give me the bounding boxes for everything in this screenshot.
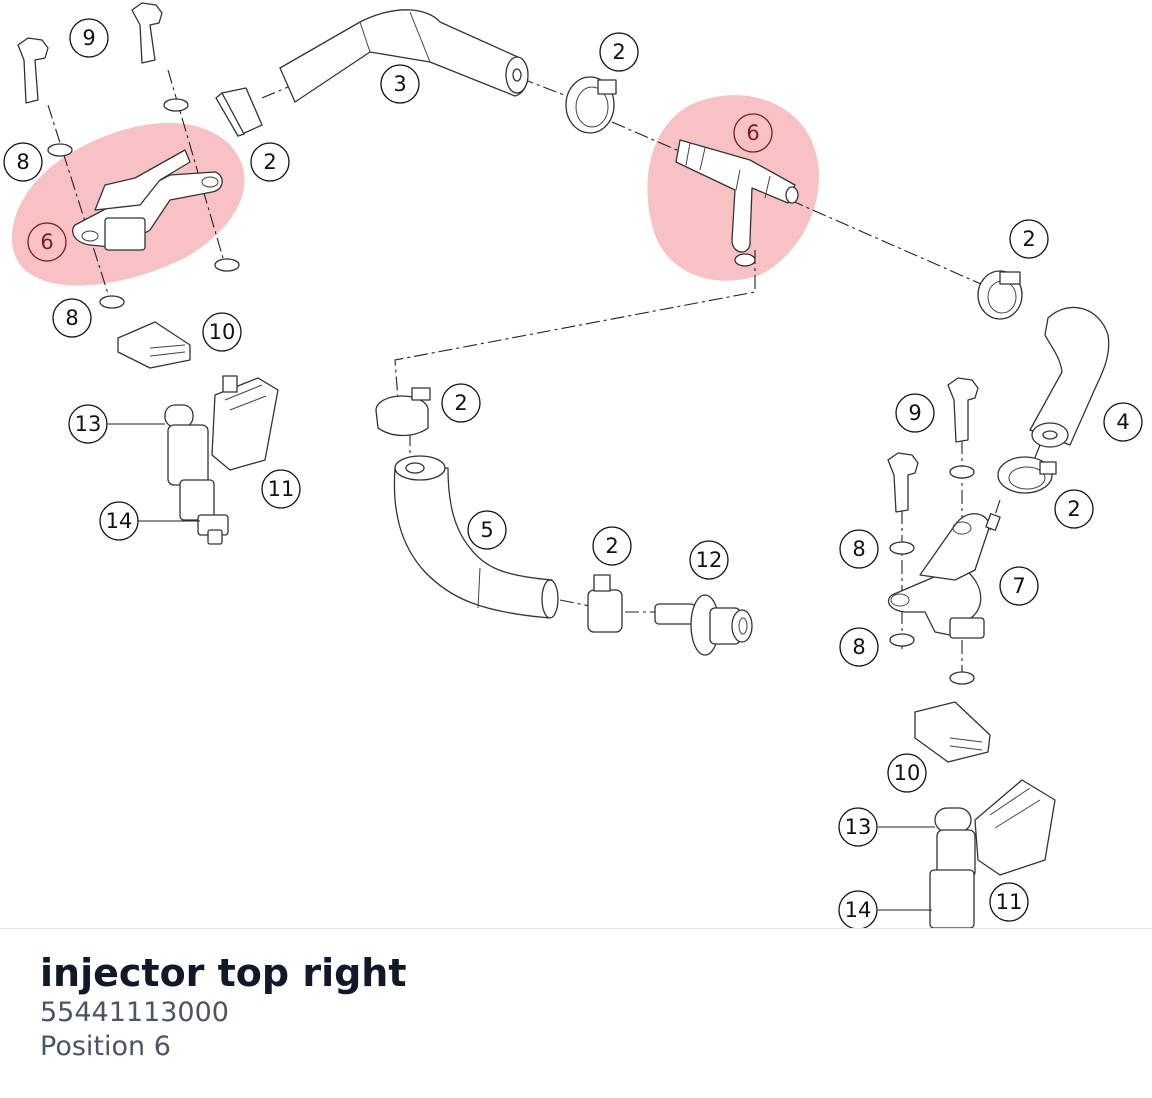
svg-text:9: 9: [908, 401, 921, 425]
svg-text:4: 4: [1116, 410, 1129, 434]
callout-6b[interactable]: 6: [733, 113, 773, 153]
clamp-f: [587, 574, 623, 633]
callout-2d[interactable]: 2: [441, 383, 481, 423]
callout-9a[interactable]: 9: [69, 18, 109, 58]
callout-4[interactable]: 4: [1103, 402, 1143, 442]
svg-text:8: 8: [16, 150, 29, 174]
callout-11b[interactable]: 11: [989, 882, 1029, 922]
injector-bracket-7: [887, 513, 1001, 639]
hose-5: [393, 455, 559, 619]
svg-text:13: 13: [75, 412, 102, 436]
washers-8: [47, 98, 975, 685]
callout-8b[interactable]: 8: [52, 298, 92, 338]
svg-text:2: 2: [454, 391, 467, 415]
svg-text:6: 6: [40, 230, 53, 254]
clamp-d: [375, 387, 431, 437]
hose-connector-12: [654, 594, 753, 656]
svg-text:8: 8: [852, 537, 865, 561]
callout-12[interactable]: 12: [689, 540, 729, 580]
callout-5[interactable]: 5: [467, 510, 507, 550]
svg-text:11: 11: [996, 890, 1023, 914]
callout-3[interactable]: 3: [380, 64, 420, 104]
svg-text:11: 11: [268, 477, 295, 501]
part-title: injector top right: [40, 951, 407, 995]
svg-text:6: 6: [746, 121, 759, 145]
svg-text:2: 2: [612, 40, 625, 64]
svg-text:8: 8: [65, 306, 78, 330]
injector-bracket-6: [72, 149, 223, 251]
diagram-viewer: 9 8 2 3 2 6 6 8 10 13 11 14 2 2 9 4 2 5 …: [0, 2, 1152, 929]
svg-text:13: 13: [845, 815, 872, 839]
callout-8d[interactable]: 8: [839, 627, 879, 667]
injector-left: [164, 375, 279, 545]
callout-8a[interactable]: 8: [3, 142, 43, 182]
hose-3: [279, 9, 529, 103]
clamp-c: [977, 270, 1023, 320]
svg-text:2: 2: [1067, 497, 1080, 521]
hose-clamps: [215, 76, 1057, 633]
clamp-b: [565, 76, 617, 134]
callout-2e[interactable]: 2: [1054, 489, 1094, 529]
bolts-9: [17, 2, 979, 513]
callout-8c[interactable]: 8: [839, 529, 879, 569]
svg-text:5: 5: [480, 518, 493, 542]
part-info-panel: injector top right 55441113000 Position …: [40, 950, 407, 1064]
callout-9b[interactable]: 9: [895, 393, 935, 433]
callout-2f[interactable]: 2: [592, 526, 632, 566]
callout-2b[interactable]: 2: [599, 32, 639, 72]
svg-text:2: 2: [263, 150, 276, 174]
callout-13b[interactable]: 13: [838, 807, 878, 847]
svg-text:10: 10: [894, 761, 921, 785]
svg-text:12: 12: [696, 548, 723, 572]
clips-10: [117, 321, 991, 763]
exploded-parts-diagram: 9 8 2 3 2 6 6 8 10 13 11 14 2 2 9 4 2 5 …: [3, 2, 1143, 928]
clamp-e: [997, 456, 1057, 494]
callout-13a[interactable]: 13: [68, 404, 108, 444]
svg-text:14: 14: [845, 898, 872, 922]
svg-text:9: 9: [82, 26, 95, 50]
callout-14a[interactable]: 14: [99, 501, 139, 541]
callout-6a[interactable]: 6: [27, 222, 67, 262]
callout-10b[interactable]: 10: [887, 753, 927, 793]
part-position: Position 6: [40, 1031, 171, 1062]
t-connector-6: [675, 139, 799, 267]
leader-lines: [108, 423, 935, 911]
svg-text:2: 2: [1022, 227, 1035, 251]
svg-text:14: 14: [106, 509, 133, 533]
injector-right: [929, 779, 1056, 928]
callout-2a[interactable]: 2: [250, 142, 290, 182]
callout-11a[interactable]: 11: [261, 469, 301, 509]
callout-10a[interactable]: 10: [202, 312, 242, 352]
callout-7[interactable]: 7: [999, 566, 1039, 606]
clamp-a: [215, 87, 263, 137]
svg-text:3: 3: [393, 72, 406, 96]
svg-text:7: 7: [1012, 574, 1025, 598]
svg-text:8: 8: [852, 635, 865, 659]
callout-14b[interactable]: 14: [838, 890, 878, 928]
hose-4: [1029, 306, 1110, 448]
svg-text:2: 2: [605, 534, 618, 558]
svg-text:10: 10: [209, 320, 236, 344]
part-number: 55441113000: [40, 997, 229, 1028]
callout-2c[interactable]: 2: [1009, 219, 1049, 259]
